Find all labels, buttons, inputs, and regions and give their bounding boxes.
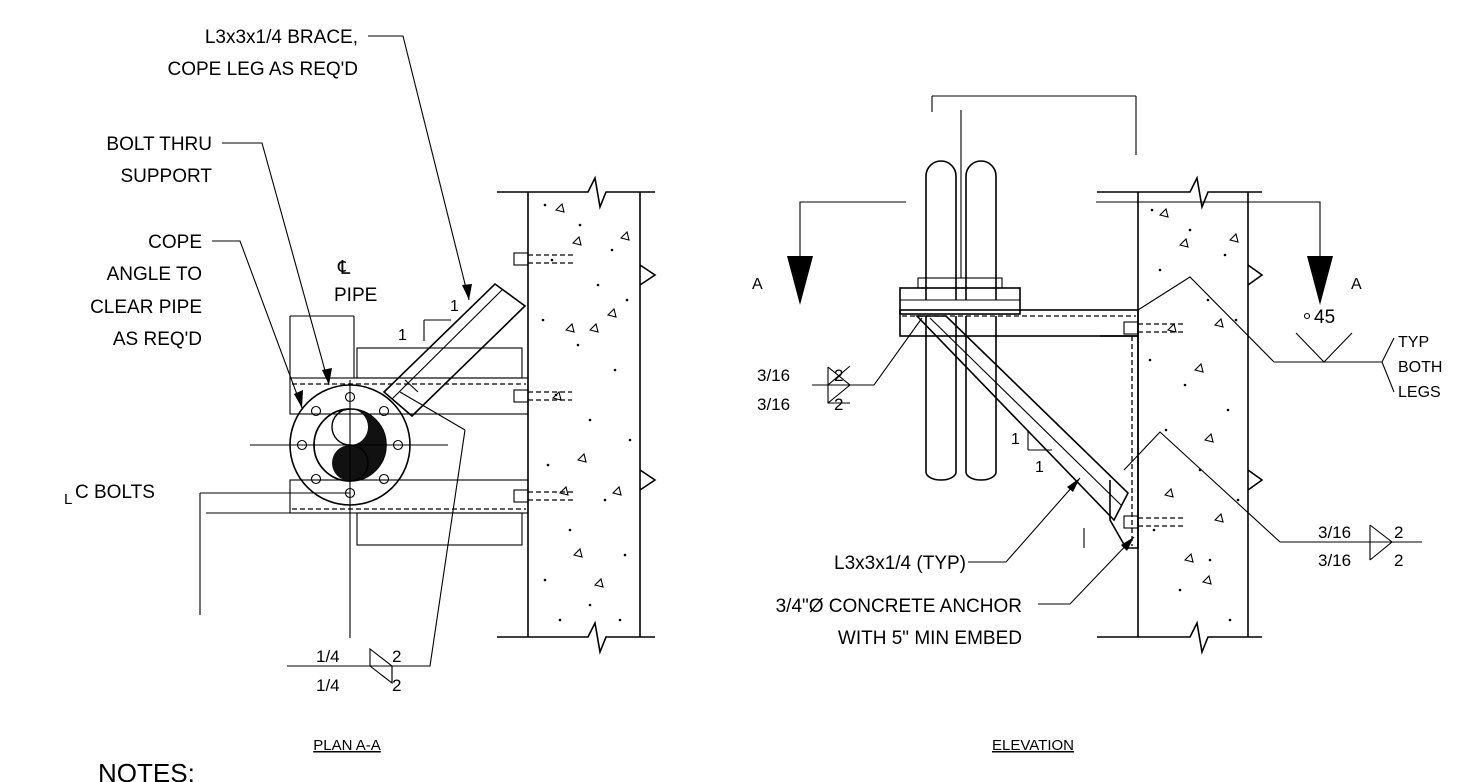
elevation-title: ELEVATION [992,737,1074,754]
elev-weld-left-size-top: 3/16 [757,366,790,385]
elev-pipes [925,110,997,481]
plan-leaders [212,35,472,667]
typ-label-line3: LEGS [1398,384,1441,401]
elev-weld-right-size-bottom: 3/16 [1318,551,1351,570]
plan-slope-run: 1 [450,298,459,315]
elev-concrete-wall [1097,175,1264,655]
plan-title: PLAN A-A [313,737,381,754]
cope-callout-line3: CLEAR PIPE [90,297,202,318]
plan-concrete-wall [497,175,657,655]
plan-weld-length-bottom: 2 [392,676,401,695]
section-mark-right: A [1351,276,1362,293]
cope-callout-line4: AS REQ'D [113,329,202,350]
bevel-angle: 45 [1314,307,1335,328]
plan-slope-rise: 1 [398,327,407,344]
elev-weld-right-size-top: 3/16 [1318,523,1351,542]
plan-anchors [513,252,574,503]
typ-label-line2: BOTH [1398,359,1442,376]
notes-heading: NOTES: [98,758,195,782]
cope-callout-line1: COPE [148,232,202,253]
elev-slope-rise: 1 [1011,431,1020,448]
elevation-view [787,95,1422,655]
elev-weld-right-length-top: 2 [1394,523,1403,542]
bolt-callout-line1: BOLT THRU [106,134,212,155]
cl-pipe-label: PIPE [334,285,377,306]
typ-label-line1: TYP [1398,334,1429,351]
anchor-callout-line1: 3/4"Ø CONCRETE ANCHOR [776,596,1022,617]
plan-weld-size-bottom: 1/4 [316,676,340,695]
elev-concrete-stipple [1148,207,1240,622]
elev-weld-left-length-top: 2 [834,366,843,385]
elev-weld-left-size-bottom: 3/16 [757,395,790,414]
plan-weld-size-top: 1/4 [316,647,340,666]
elev-leaders [812,317,1422,605]
angle-callout: L3x3x1/4 (TYP) [834,553,966,574]
cl-bolts-prefix: L [64,491,72,508]
plan-weld-length-top: 2 [392,647,401,666]
plan-concrete-stipple [541,202,632,622]
anchor-callout-line2: WITH 5" MIN EMBED [838,628,1022,649]
section-mark-left: A [752,276,763,293]
cope-callout-line2: ANGLE TO [107,264,202,285]
plan-pipe [250,379,466,638]
elev-slope-run: 1 [1035,459,1044,476]
brace-callout-line1: L3x3x1/4 BRACE, [205,27,358,48]
plan-view [199,35,657,685]
cl-bolts-label: C BOLTS [75,482,155,503]
elev-weld-right-length-bottom: 2 [1394,551,1403,570]
bolt-callout-line2: SUPPORT [120,166,212,187]
brace-callout-line2: COPE LEG AS REQ'D [167,59,358,80]
cl-pipe-symbol: ℄ [337,258,351,279]
elev-weld-left-length-bottom: 2 [834,395,843,414]
